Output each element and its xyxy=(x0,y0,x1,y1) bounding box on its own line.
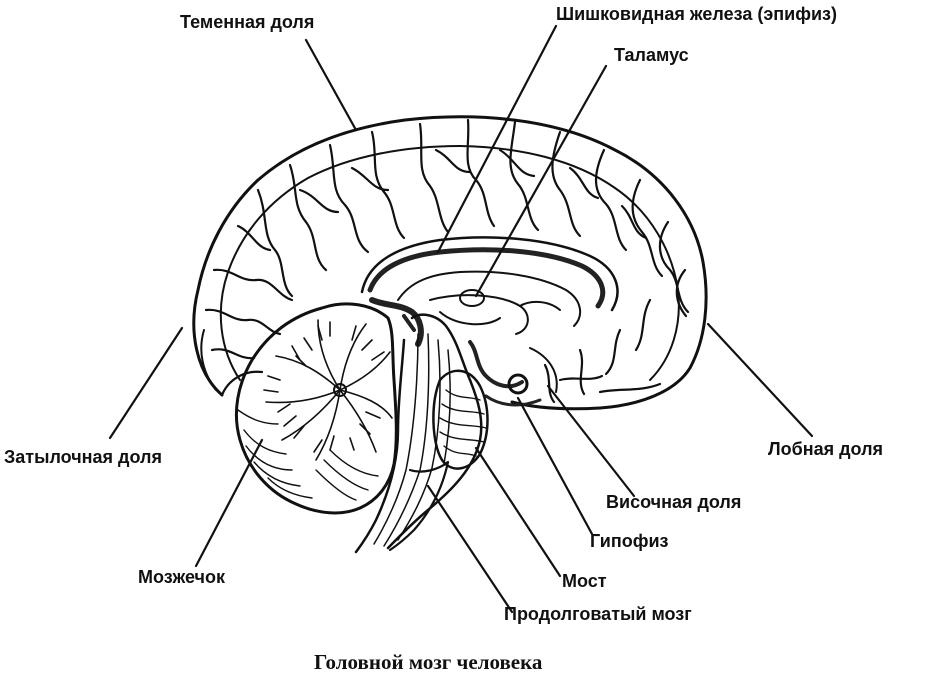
pituitary-shape xyxy=(507,373,529,395)
label-parietal-lobe: Теменная доля xyxy=(180,12,315,32)
label-occipital-lobe: Затылочная доля xyxy=(4,447,162,467)
label-cerebellum: Мозжечок xyxy=(138,567,226,587)
corpus-callosum xyxy=(367,247,606,309)
thalamus-shape xyxy=(459,289,485,307)
leader-parietal xyxy=(304,38,358,132)
leader-pons xyxy=(474,446,562,578)
cerebellum-folia xyxy=(237,409,379,501)
label-medulla: Продолговатый мозг xyxy=(504,604,692,624)
label-pons: Мост xyxy=(562,571,607,591)
label-frontal-lobe: Лобная доля xyxy=(768,439,884,459)
cortex-inner-outline xyxy=(219,145,680,381)
leader-medulla xyxy=(426,484,514,614)
leader-frontal xyxy=(706,322,814,438)
label-pineal-gland: Шишковидная железа (эпифиз) xyxy=(556,4,837,24)
cingulate-outline xyxy=(360,236,619,312)
cortex-folds xyxy=(204,118,690,404)
cerebellum-outline xyxy=(234,302,398,515)
label-temporal-lobe: Височная доля xyxy=(606,492,742,512)
label-thalamus: Таламус xyxy=(614,45,689,65)
cerebrum-outline xyxy=(192,115,708,411)
label-pituitary: Гипофиз xyxy=(590,531,669,551)
leader-pineal xyxy=(436,24,558,254)
medulla-shape xyxy=(388,460,450,552)
leader-lines xyxy=(108,24,814,614)
hypothalamus-region xyxy=(468,340,524,389)
brainstem-outline xyxy=(386,313,483,550)
leader-cerebellum xyxy=(194,438,264,568)
pons-fibers xyxy=(439,389,487,457)
figure-caption: Головной мозг человека xyxy=(314,650,543,674)
arbor-vitae xyxy=(263,319,393,461)
leader-occipital xyxy=(108,326,184,440)
leader-thalamus xyxy=(474,64,608,298)
leader-temporal xyxy=(546,384,636,498)
brainstem-fibers xyxy=(373,333,451,547)
midbrain-dark xyxy=(369,297,424,347)
leader-pituitary xyxy=(516,396,594,536)
corpus-callosum-inner xyxy=(397,270,582,327)
